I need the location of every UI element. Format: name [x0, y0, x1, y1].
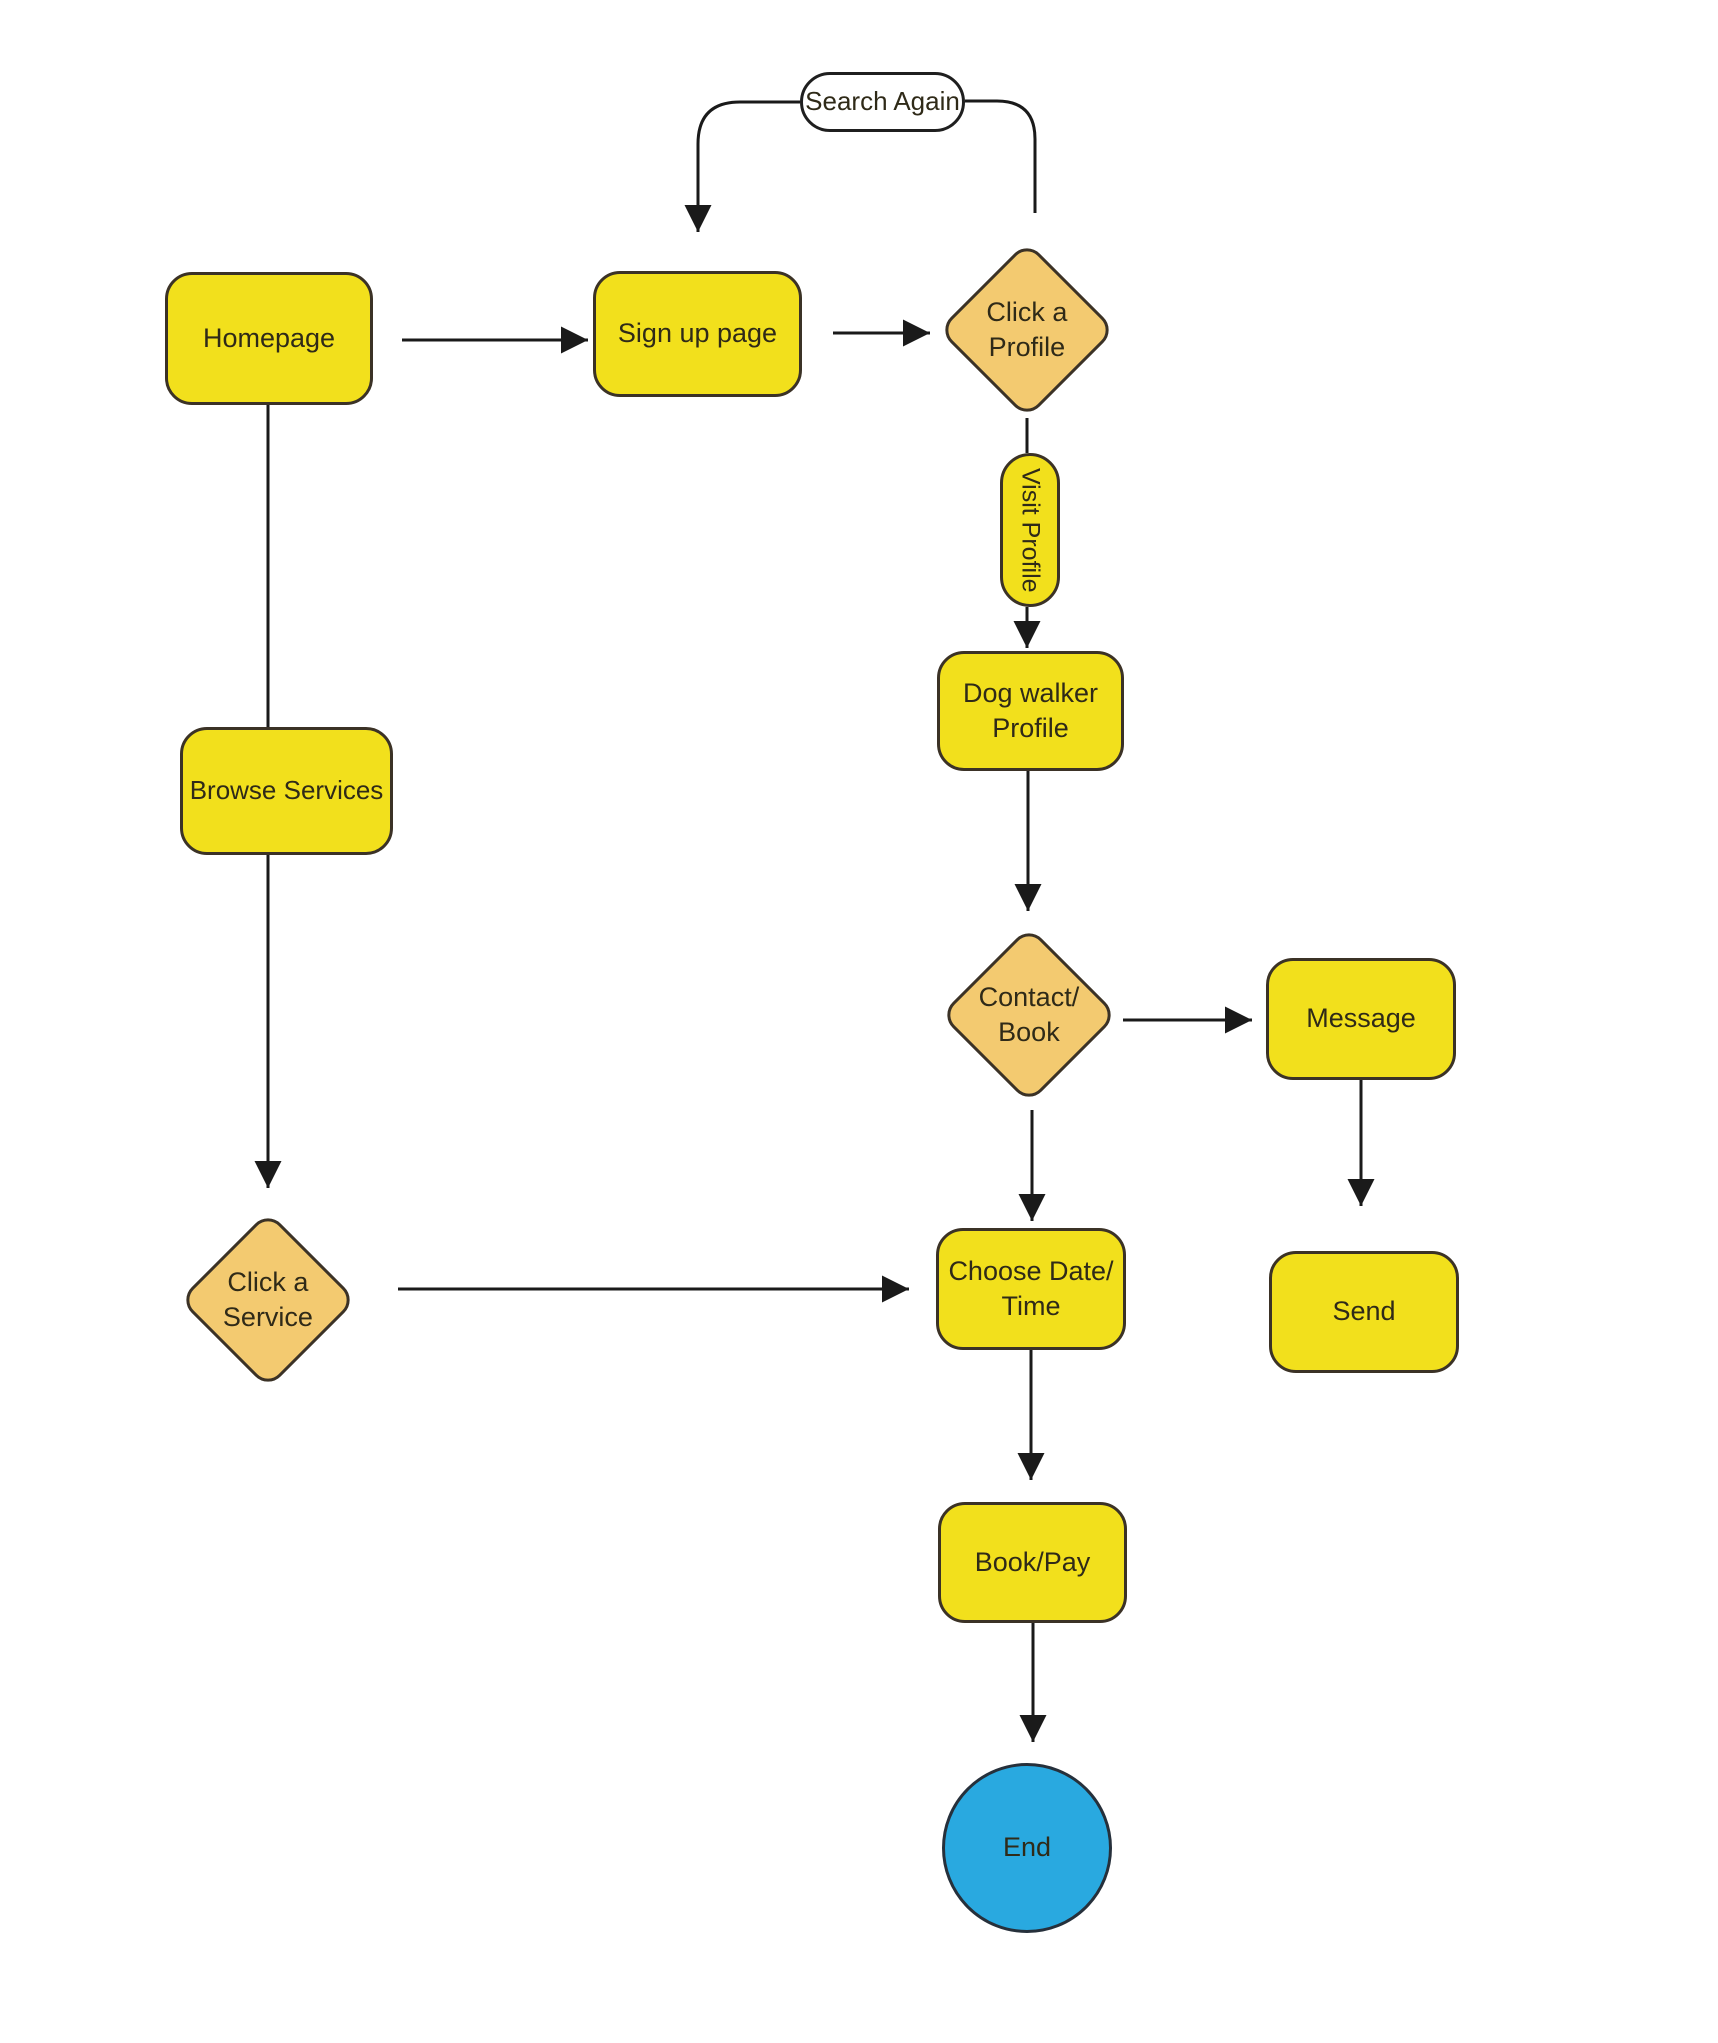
- node-visit-profile-label: Visit Profile: [1016, 467, 1045, 593]
- node-dog-walker-profile-label: Dog walker Profile: [962, 677, 1099, 743]
- node-end-label: End: [1002, 1832, 1052, 1863]
- node-end: End: [942, 1763, 1112, 1933]
- node-message-label: Message: [1306, 1003, 1416, 1034]
- node-book-pay-label: Book/Pay: [974, 1546, 1091, 1577]
- node-contact-book-label: Contact/ Book: [978, 981, 1080, 1047]
- node-choose-date-time-label: Choose Date/ Time: [948, 1255, 1114, 1321]
- node-send: Send: [1269, 1251, 1459, 1373]
- node-search-again: Search Again: [800, 72, 965, 132]
- node-click-a-service-label: Click a Service: [222, 1266, 314, 1332]
- edge-click-profile-to-search-again: [965, 99, 1037, 213]
- node-click-a-profile-label: Click a Profile: [986, 296, 1068, 362]
- node-signup-page-label: Sign up page: [617, 318, 778, 349]
- node-signup-page: Sign up page: [593, 271, 802, 397]
- node-book-pay: Book/Pay: [938, 1502, 1127, 1623]
- edge-search-again-to-signup: [684, 100, 800, 232]
- node-homepage-label: Homepage: [202, 322, 336, 353]
- node-homepage: Homepage: [165, 272, 373, 405]
- node-message: Message: [1266, 958, 1456, 1080]
- node-choose-date-time: Choose Date/ Time: [936, 1228, 1126, 1350]
- node-send-label: Send: [1332, 1296, 1396, 1327]
- node-browse-services-label: Browse Services: [189, 775, 384, 806]
- node-visit-profile: Visit Profile: [1000, 453, 1060, 607]
- node-search-again-label: Search Again: [805, 86, 960, 117]
- node-dog-walker-profile: Dog walker Profile: [937, 651, 1124, 771]
- node-browse-services: Browse Services: [180, 727, 393, 855]
